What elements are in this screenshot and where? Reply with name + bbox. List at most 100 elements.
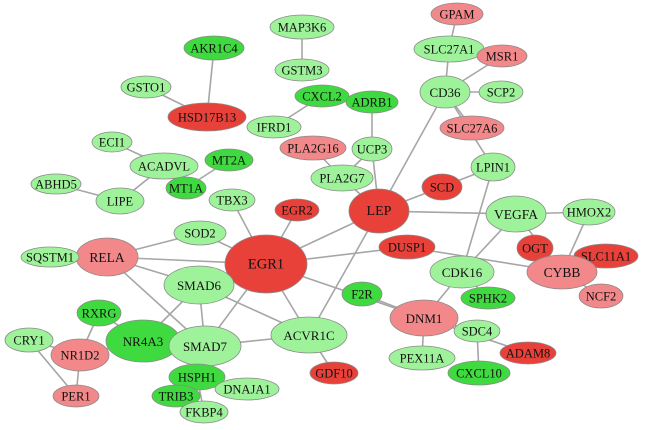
node-cdk16: CDK16: [429, 255, 495, 289]
node-shape: [388, 345, 456, 371]
node-cybb: CYBB: [526, 254, 598, 290]
node-pla2g7: PLA2G7: [310, 164, 374, 192]
node-label: MSR1: [486, 50, 519, 64]
node-label: HMOX2: [567, 206, 611, 220]
node-lep: LEP: [348, 188, 410, 234]
node-shape: [52, 384, 100, 408]
node-label: DNAJA1: [223, 383, 270, 397]
node-shape: [204, 148, 254, 172]
node-lpin1: LPIN1: [470, 152, 516, 182]
node-shape: [429, 255, 495, 289]
node-shape: [246, 115, 302, 139]
edge-lpin1-cdk16: [461, 166, 494, 273]
node-label: ECI1: [99, 136, 125, 150]
node-label: GDF10: [315, 367, 353, 381]
node-shape: [269, 14, 335, 40]
node-label: LEP: [367, 204, 392, 219]
node-shape: [499, 341, 557, 365]
node-label: CDK16: [442, 265, 483, 280]
node-shape: [341, 281, 383, 307]
node-label: MT1A: [169, 182, 203, 196]
node-shape: [348, 188, 410, 234]
node-shape: [129, 152, 199, 180]
node-shape: [274, 198, 320, 222]
node-vegfa: VEGFA: [485, 195, 547, 233]
node-sod2: SOD2: [173, 220, 227, 246]
node-shape: [20, 246, 80, 268]
node-per1: PER1: [52, 384, 100, 408]
node-label: AKR1C4: [190, 42, 238, 56]
node-label: IFRD1: [257, 121, 292, 135]
node-shape: [76, 299, 122, 327]
node-label: LPIN1: [476, 161, 510, 175]
node-mt2a: MT2A: [204, 148, 254, 172]
node-shape: [310, 164, 374, 192]
node-nr4a3: NR4A3: [105, 319, 181, 363]
node-label: MAP3K6: [278, 21, 327, 35]
node-label: ADRB1: [352, 96, 393, 110]
node-shape: [4, 327, 54, 353]
node-label: ACADVL: [138, 160, 190, 174]
node-pex11a: PEX11A: [388, 345, 456, 371]
node-egr1: EGR1: [224, 234, 308, 294]
node-label: CD36: [429, 85, 461, 100]
node-label: SDC4: [462, 325, 493, 339]
node-label: SCD: [430, 181, 454, 195]
node-cxcl2: CXCL2: [294, 84, 350, 108]
node-shape: [476, 44, 528, 68]
node-akr1c4: AKR1C4: [183, 35, 245, 61]
node-slc27a6: SLC27A6: [439, 115, 505, 141]
node-sqstm1: SQSTM1: [20, 246, 80, 268]
node-shape: [224, 234, 308, 294]
node-sdc4: SDC4: [453, 319, 501, 343]
node-shape: [173, 220, 227, 246]
node-label: SMAD7: [183, 339, 228, 354]
node-label: SLC27A1: [424, 43, 475, 57]
node-acadvl: ACADVL: [129, 152, 199, 180]
node-cry1: CRY1: [4, 327, 54, 353]
node-adam8: ADAM8: [499, 341, 557, 365]
node-gdf10: GDF10: [309, 361, 359, 385]
node-scp2: SCP2: [478, 80, 524, 104]
node-label: TRIB3: [159, 390, 194, 404]
node-shape: [214, 377, 280, 401]
node-gstm3: GSTM3: [274, 58, 330, 82]
node-shape: [165, 176, 207, 200]
node-label: CXCL2: [302, 90, 342, 104]
node-dusp1: DUSP1: [378, 234, 436, 260]
node-shape: [453, 319, 501, 343]
node-hsd17b13: HSD17B13: [167, 102, 247, 132]
node-mt1a: MT1A: [165, 176, 207, 200]
node-shape: [120, 75, 172, 99]
node-shape: [30, 173, 82, 195]
node-shape: [447, 360, 511, 386]
node-shape: [279, 135, 347, 161]
node-scd: SCD: [421, 173, 463, 201]
node-shape: [562, 198, 616, 226]
node-acvr1c: ACVR1C: [270, 316, 348, 354]
node-shape: [345, 90, 399, 114]
node-shape: [578, 283, 624, 309]
node-map3k6: MAP3K6: [269, 14, 335, 40]
node-adrb1: ADRB1: [345, 90, 399, 114]
node-msr1: MSR1: [476, 44, 528, 68]
node-cd36: CD36: [419, 75, 471, 109]
node-label: CYBB: [544, 265, 581, 280]
node-eci1: ECI1: [91, 131, 133, 153]
node-abhd5: ABHD5: [30, 173, 82, 195]
node-dnm1: DNM1: [389, 299, 459, 337]
node-label: PER1: [61, 390, 90, 404]
node-shape: [419, 75, 471, 109]
node-shape: [478, 80, 524, 104]
node-label: SPHK2: [469, 292, 507, 306]
node-shape: [294, 84, 350, 108]
node-shape: [309, 361, 359, 385]
node-shape: [460, 286, 516, 310]
node-label: PEX11A: [400, 352, 445, 366]
node-shape: [163, 265, 235, 305]
node-label: ACVR1C: [283, 328, 334, 343]
node-ncf2: NCF2: [578, 283, 624, 309]
node-shape: [421, 173, 463, 201]
node-gpam: GPAM: [430, 2, 484, 26]
